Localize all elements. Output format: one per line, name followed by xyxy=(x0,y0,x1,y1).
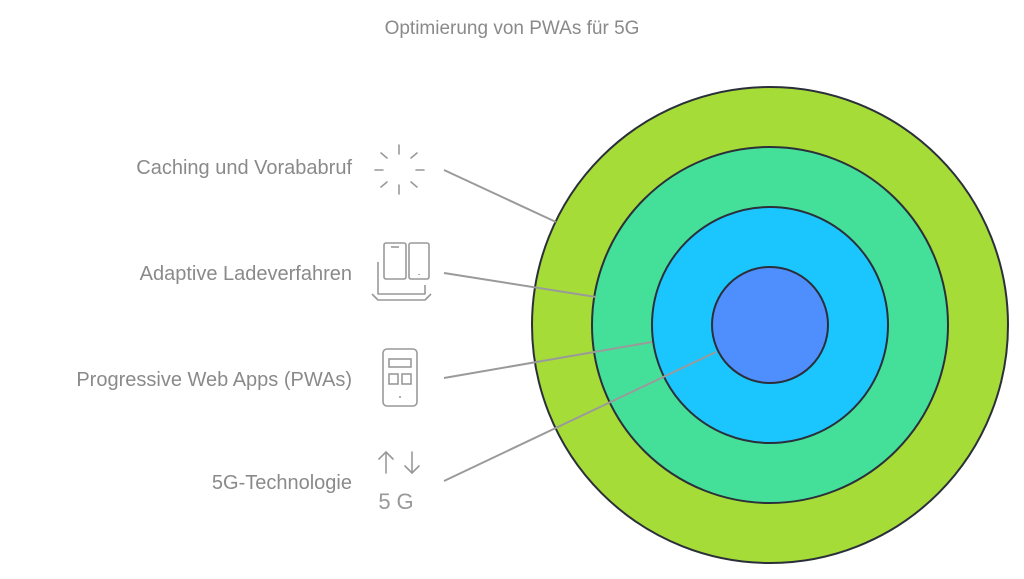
connector-caching xyxy=(443,169,557,223)
label-caching: Caching und Vorababruf xyxy=(136,157,352,179)
5g-signal-icon: 5G xyxy=(378,451,420,514)
diagram-title: Optimierung von PWAs für 5G xyxy=(384,18,640,39)
label-pwas: Progressive Web Apps (PWAs) xyxy=(76,369,352,391)
5g-icon-text: 5G xyxy=(378,489,419,514)
label-5g: 5G-Technologie xyxy=(211,472,352,494)
connector-5g xyxy=(443,351,717,482)
label-adaptive-loading: Adaptive Ladeverfahren xyxy=(139,263,352,285)
ring-5g xyxy=(711,266,829,384)
sparkle-icon xyxy=(374,144,425,195)
connector-pwas xyxy=(443,341,653,379)
phone-app-icon xyxy=(382,348,418,407)
devices-icon xyxy=(371,242,432,301)
connector-adaptive-loading xyxy=(443,272,597,298)
